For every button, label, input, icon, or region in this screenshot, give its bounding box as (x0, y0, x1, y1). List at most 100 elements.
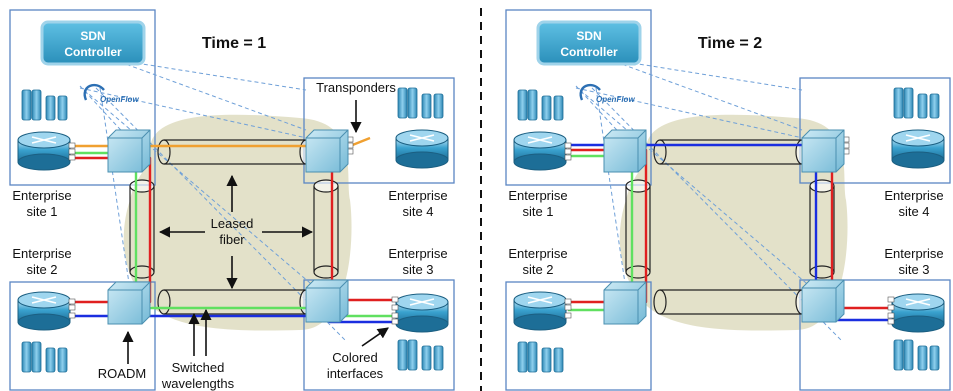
p1-router-site-2 (17, 291, 71, 331)
p1-router-site-4-base (395, 151, 449, 169)
p1-openflow-icon (83, 83, 105, 101)
p2-lightpath-green (568, 154, 634, 312)
p1-openflow-label: OpenFlow (100, 95, 139, 104)
p2-site-2-label-line-2: site 2 (522, 262, 553, 277)
p1-fiber-left-end-bottom (129, 265, 155, 279)
p1-servers-site-1-unit (31, 89, 42, 121)
p2-servers-site-3-unit (903, 339, 914, 371)
p1-router-site-1-base (17, 153, 71, 171)
p2-router-site-1-arrows (527, 136, 553, 144)
p2-control-link (575, 85, 627, 141)
p2-control-link (615, 61, 803, 131)
p1-site-1-label-line-1: Enterprise (12, 188, 71, 203)
p1-site-3-box (303, 279, 455, 391)
p1-fiber-right-sides (313, 186, 339, 272)
p1-router-site-1-arrows (31, 136, 57, 144)
p2-site-4-label-line-2: site 4 (898, 204, 929, 219)
p2-router-site-1 (513, 131, 567, 171)
p1-servers-site-4-unit (433, 93, 444, 119)
p1-router-site-4-arrows (409, 134, 435, 142)
p1-servers-site-2-unit (57, 347, 68, 373)
p2-site-1-label-line-2: site 1 (522, 204, 553, 219)
p2-fiber-right-end-bottom (809, 265, 835, 279)
p2-servers-site-2-unit (541, 347, 552, 373)
p1-leased-fiber-label-line-2: fiber (219, 232, 245, 247)
p2-fiber-left-sides (625, 186, 651, 272)
p1-site-1-box (9, 9, 156, 186)
p1-sdn-controller-line-1: SDN (80, 29, 105, 43)
p2-roadm-site-2 (603, 281, 647, 325)
p2-router-site-4-base (891, 151, 945, 169)
p2-servers-site-4-unit (929, 93, 940, 119)
p1-site-3-label-line-1: Enterprise (388, 246, 447, 261)
p1-servers-site-1 (21, 89, 68, 121)
p2-site-3-label-line-1: Enterprise (884, 246, 943, 261)
p2-servers-site-3-unit (929, 345, 940, 371)
p1-roadm-site-3 (305, 279, 349, 323)
p1-transponder-port (68, 304, 76, 311)
p2-servers-site-3-unit (917, 345, 928, 371)
p2-transponder-port (887, 304, 895, 311)
p1-servers-site-4-unit (407, 87, 418, 119)
p2-control-link (575, 87, 813, 141)
p1-servers-site-1-unit (45, 95, 56, 121)
p1-site-2-label-line-2: site 2 (26, 262, 57, 277)
p2-site-3-label-line-2: site 3 (898, 262, 929, 277)
p2-servers-site-1-unit (541, 95, 552, 121)
p2-servers-site-4-unit (917, 93, 928, 119)
p2-openflow-logo: OpenFlow (579, 83, 635, 104)
p1-sdn-controller-box (40, 20, 146, 66)
p2-lightpath-blue (568, 143, 891, 322)
p2-fiber-bottom-end-left (653, 289, 667, 315)
p1-roadm-site-2 (107, 281, 151, 325)
p1-servers-site-4 (397, 87, 444, 119)
p2-fiber-bottom-sides (660, 289, 802, 315)
p1-roadm-label: ROADM (98, 366, 146, 381)
p1-roadm-site-1-box (107, 129, 151, 173)
p2-site-2-label-line-1: Enterprise (508, 246, 567, 261)
p2-control-link (579, 89, 827, 301)
p1-servers-site-1-unit (57, 95, 68, 121)
p2-openflow-label: OpenFlow (596, 95, 635, 104)
p2-transponder-port (564, 312, 572, 319)
p2-site-2-box (505, 281, 652, 391)
p1-site-2-box (9, 281, 156, 391)
p2-fiber-right-sides (809, 186, 835, 272)
p1-transponder-port (68, 312, 76, 319)
p1-fiber-left-sides (129, 186, 155, 272)
p1-site-4-box (303, 77, 455, 184)
p1-title: Time = 1 (202, 35, 266, 52)
p1-fiber-right-end-top (313, 179, 339, 193)
p2-transponder-port (564, 142, 572, 149)
p1-transponder-port (68, 148, 76, 155)
p1-roadm-site-3-box (305, 279, 349, 323)
p2-roadm-site-1 (603, 129, 647, 173)
p1-colored-interfaces-label-line-1: Colored (332, 350, 378, 365)
p2-transponder-port (564, 148, 572, 155)
p1-site-3-label-line-2: site 3 (402, 262, 433, 277)
p2-fiber-top-sides (660, 139, 802, 165)
p1-servers-site-4-unit (397, 87, 408, 119)
p2-roadm-site-4-box (801, 129, 845, 173)
p1-servers-site-1-unit (21, 89, 32, 121)
p2-servers-site-2-unit (553, 347, 564, 373)
p1-roadm-site-4 (305, 129, 349, 173)
p1-colored-interfaces-arrow (361, 327, 389, 347)
p2-router-site-2-base (513, 313, 567, 331)
p2-transponder-port (887, 312, 895, 319)
p2-router-site-1-base (513, 153, 567, 171)
p1-router-site-2-arrows (31, 296, 57, 304)
p1-servers-site-2-unit (45, 347, 56, 373)
p1-switched-wavelengths-label-line-2: wavelengths (161, 376, 235, 391)
p1-servers-site-3-unit (421, 345, 432, 371)
